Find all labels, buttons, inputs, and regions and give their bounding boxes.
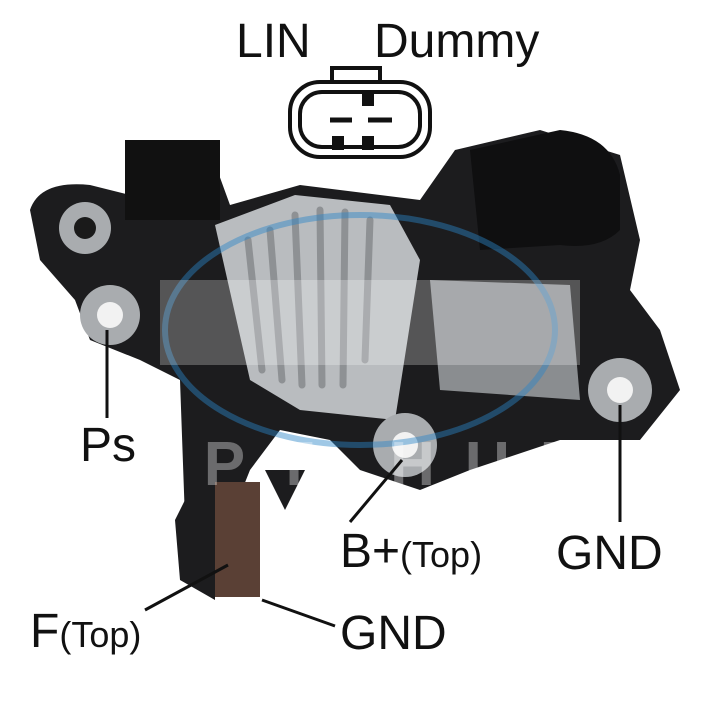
label-dummy: Dummy	[374, 15, 540, 68]
mount-hole-b-plus	[373, 413, 437, 477]
mount-hole-gnd	[588, 358, 652, 422]
label-f: F	[30, 605, 60, 658]
gnd-bottom-leader-line	[261, 598, 336, 628]
label-ps: Ps	[80, 419, 137, 472]
label-f-note: (Top)	[59, 614, 142, 655]
label-gnd-bottom: GND	[340, 607, 447, 660]
terminal-plate	[430, 280, 580, 400]
label-lin: LIN	[236, 15, 311, 68]
carbon-brush	[215, 482, 260, 597]
label-gnd-right: GND	[556, 527, 663, 580]
label-b-plus-group: B+(Top)	[340, 528, 482, 576]
connector-pinout-icon	[288, 66, 432, 159]
plug-cylinder	[470, 130, 620, 250]
connector-block	[125, 140, 220, 220]
label-f-group: F(Top)	[30, 608, 141, 656]
b-plus-leader-line	[348, 459, 404, 523]
watermark-text: OPT HUB	[126, 430, 615, 499]
mount-hole-ps	[80, 285, 140, 345]
label-b-plus: B+	[340, 525, 401, 578]
watermark-swoosh	[162, 212, 558, 448]
brush-holder	[175, 470, 215, 600]
label-b-plus-note: (Top)	[400, 534, 483, 575]
f-leader-line	[144, 563, 229, 612]
mount-hole-top-left	[59, 202, 111, 254]
